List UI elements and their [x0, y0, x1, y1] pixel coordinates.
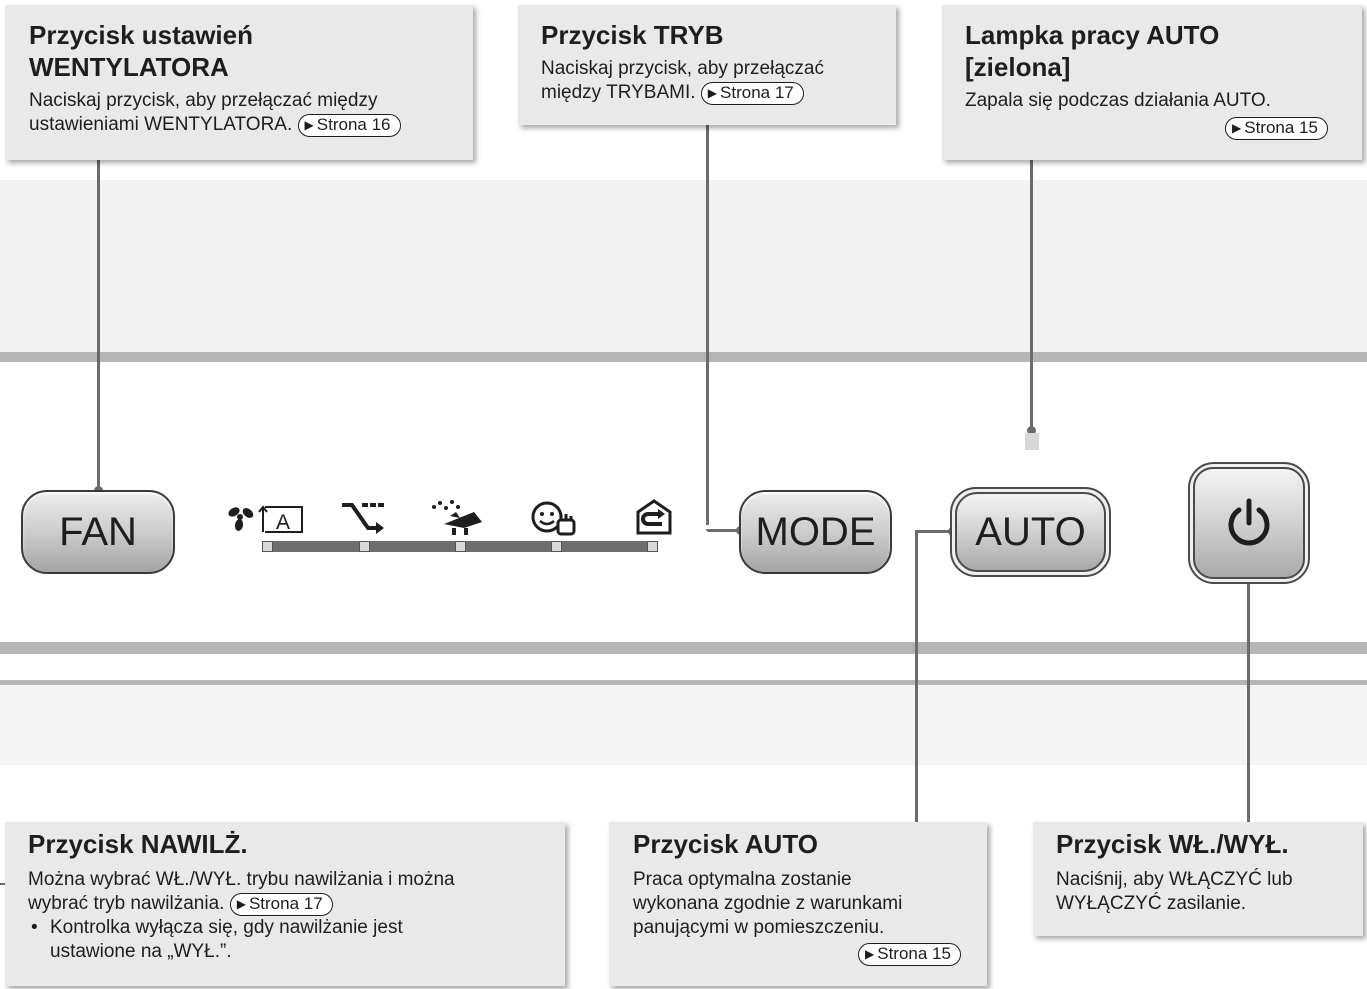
auto-page-ref[interactable]: ▶Strona 15	[858, 943, 961, 966]
fan-page-ref[interactable]: ▶Strona 16	[297, 114, 401, 137]
ref-arrow-icon: ▶	[707, 86, 718, 100]
dehumidify-icon	[342, 503, 384, 534]
fan-leader-line	[97, 160, 100, 490]
mode-callout-text-line2: między TRYBAMI. ▶Strona 17	[541, 81, 896, 105]
comfort-icon	[531, 501, 576, 536]
mode-indicator-light	[647, 541, 658, 552]
mode-button-label: MODE	[755, 509, 876, 554]
auto-lamp-callout: Lampka pracy AUTO [zielona] Zapala się p…	[942, 5, 1362, 160]
left-edge-tick	[0, 883, 9, 885]
auto-button-label: AUTO	[975, 509, 1086, 554]
cooling-icon	[432, 500, 482, 535]
mode-page-ref[interactable]: ▶Strona 17	[700, 82, 804, 105]
power-callout-text-line2: WYŁĄCZYĆ zasilanie.	[1056, 893, 1247, 914]
mode-leader-vertical	[706, 125, 709, 525]
mode-indicator-light	[551, 541, 562, 552]
power-button-callout: Przycisk WŁ./WYŁ. Naciśnij, aby WŁĄCZYĆ …	[1033, 822, 1363, 936]
fan-callout-title-line2: WENTYLATORA	[29, 52, 229, 82]
lamp-callout-title-line1: Lampka pracy AUTO	[965, 20, 1220, 50]
lamp-callout-text: Zapala się podczas działania AUTO.	[965, 90, 1271, 111]
lamp-leader-line	[1030, 160, 1033, 430]
humidify-button-callout: Przycisk NAWILŻ. Można wybrać WŁ./WYŁ. t…	[5, 822, 565, 986]
humid-callout-bullet-cont: ustawione na „WYŁ.”.	[50, 941, 232, 962]
auto-leader-vertical	[915, 530, 918, 822]
ref-arrow-icon: ▶	[236, 897, 246, 911]
fan-auto-icon-letter: A	[276, 511, 290, 534]
lower-stripe	[0, 642, 1367, 654]
ref-arrow-icon: ▶	[1232, 121, 1242, 135]
ref-arrow-icon: ▶	[304, 118, 314, 132]
auto-button[interactable]: AUTO	[950, 487, 1111, 577]
mode-callout-title: Przycisk TRYB	[541, 20, 724, 50]
fan-button-callout: Przycisk ustawień WENTYLATORA Naciskaj p…	[5, 5, 473, 160]
mode-indicator-light	[359, 541, 370, 552]
power-icon	[1228, 498, 1270, 546]
fan-button-label: FAN	[59, 509, 137, 554]
humid-callout-text-line2: wybrać tryb nawilżania. ▶Strona 17	[28, 892, 565, 916]
bottom-panel-band	[0, 685, 1367, 765]
mode-leader-horizontal	[706, 529, 742, 532]
fan-callout-text-line2: ustawieniami WENTYLATORA. ▶Strona 16	[29, 113, 473, 137]
lower-thin-stripe	[0, 680, 1367, 685]
humid-callout-text-line1: Można wybrać WŁ./WYŁ. trybu nawilżania i…	[28, 869, 455, 890]
auto-callout-text-line2: wykonana zgodnie z warunkami	[633, 893, 903, 914]
mode-callout-text-line1: Naciskaj przycisk, aby przełączać	[541, 58, 824, 79]
auto-leader-horizontal	[915, 530, 953, 533]
fan-callout-title-line1: Przycisk ustawień	[29, 20, 253, 50]
top-panel-band	[0, 180, 1367, 354]
power-callout-text-line1: Naciśnij, aby WŁĄCZYĆ lub	[1056, 869, 1293, 890]
bullet-mark: •	[31, 917, 38, 938]
lamp-leader-dot	[1027, 426, 1036, 435]
mode-button[interactable]: MODE	[739, 490, 892, 574]
mode-button-callout: Przycisk TRYB Naciskaj przycisk, aby prz…	[518, 5, 896, 125]
humid-page-ref[interactable]: ▶Strona 17	[229, 893, 333, 916]
home-return-icon	[636, 499, 672, 535]
auto-callout-title: Przycisk AUTO	[633, 829, 818, 859]
auto-button-callout: Przycisk AUTO Praca optymalna zostanie w…	[609, 822, 987, 986]
fan-button[interactable]: FAN	[21, 490, 175, 574]
power-callout-title: Przycisk WŁ./WYŁ.	[1056, 829, 1289, 859]
power-leader-line	[1247, 565, 1250, 822]
auto-lamp-indicator	[1025, 433, 1039, 450]
mode-indicator-light	[455, 541, 466, 552]
fan-auto-icon: A	[228, 505, 303, 534]
humid-callout-bullet: •Kontrolka wyłącza się, gdy nawilżanie j…	[31, 917, 403, 938]
humid-callout-title: Przycisk NAWILŻ.	[28, 829, 248, 859]
auto-callout-text-line3: panującymi w pomieszczeniu.	[633, 917, 885, 938]
auto-callout-text-line1: Praca optymalna zostanie	[633, 869, 852, 890]
fan-callout-text-line1: Naciskaj przycisk, aby przełączać między	[29, 90, 378, 111]
lamp-callout-title-line2: [zielona]	[965, 52, 1071, 82]
ref-arrow-icon: ▶	[865, 947, 875, 961]
top-stripe	[0, 352, 1367, 362]
mode-indicator-light	[262, 541, 273, 552]
power-button[interactable]	[1188, 462, 1310, 584]
lamp-page-ref[interactable]: ▶Strona 15	[1225, 117, 1328, 140]
